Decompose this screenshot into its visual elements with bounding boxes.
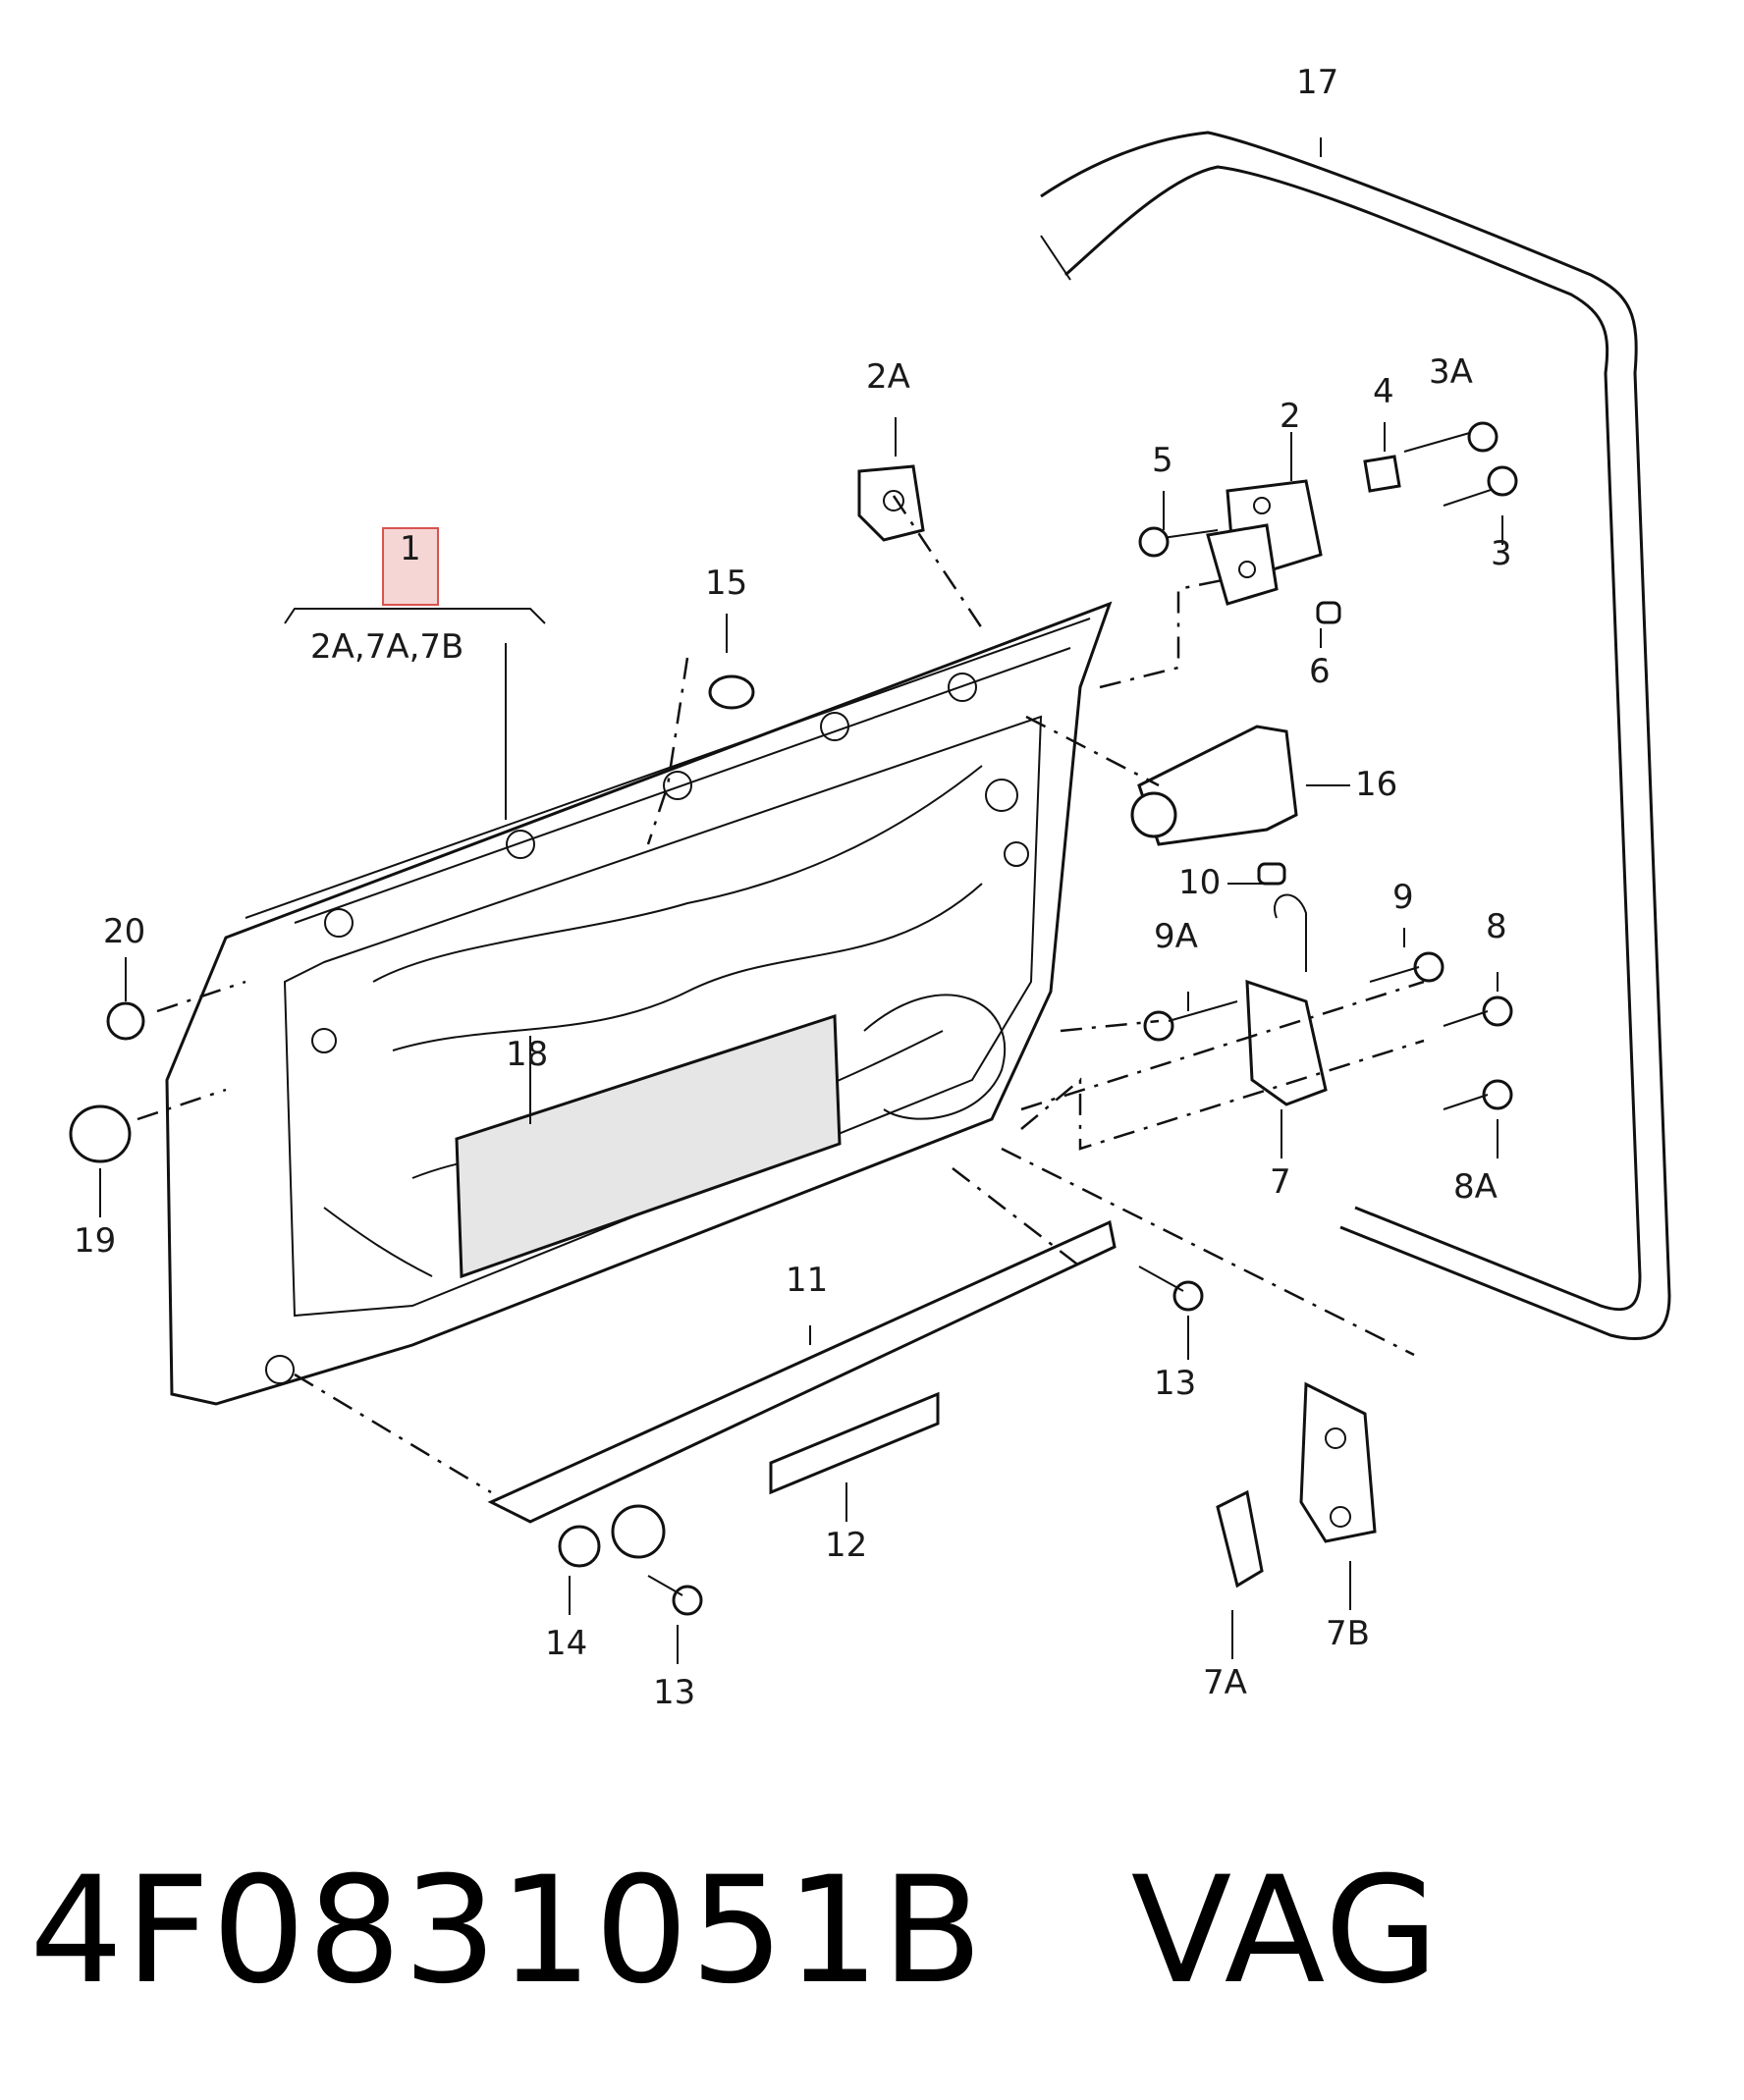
door-check-16 (1130, 725, 1298, 846)
door-seal-17 (1040, 131, 1671, 1341)
callout-1: 1 (400, 529, 421, 568)
small-parts (69, 674, 1377, 1616)
lower-hinge-group (1143, 862, 1513, 1110)
callout-1-sub: 2A,7A,7B (310, 627, 463, 667)
callout-4: 4 (1373, 372, 1394, 411)
callout-14: 14 (545, 1624, 587, 1663)
callout-labels: 1 2A,7A,7B 2A 2 3 3A 4 5 6 7 7A 7B 8 8A … (74, 63, 1512, 1712)
callout-8: 8 (1486, 907, 1507, 946)
callout-8A: 8A (1453, 1167, 1498, 1207)
callout-19: 19 (74, 1221, 116, 1261)
callout-3A: 3A (1429, 352, 1473, 392)
door-shell-1 (165, 601, 1113, 1406)
callout-9A: 9A (1154, 917, 1198, 956)
callout-13b: 13 (653, 1673, 695, 1712)
callout-13a: 13 (1154, 1364, 1196, 1403)
callout-15: 15 (705, 564, 747, 603)
callout-3: 3 (1491, 534, 1512, 573)
callout-18: 18 (506, 1035, 548, 1074)
callout-6: 6 (1309, 652, 1331, 691)
sound-pad-18 (455, 1013, 842, 1279)
sill-strip-11 (487, 1219, 1117, 1524)
callout-2: 2 (1280, 397, 1301, 436)
upper-hinge-group (857, 421, 1518, 624)
callout-7A: 7A (1203, 1663, 1247, 1702)
callout-9: 9 (1392, 878, 1414, 917)
callout-10: 10 (1178, 863, 1221, 902)
callout-1-highlight (382, 527, 439, 606)
leader-lines (99, 137, 1503, 1664)
callout-16: 16 (1355, 765, 1397, 804)
callout-5: 5 (1152, 441, 1173, 480)
callout-7: 7 (1270, 1162, 1291, 1202)
callout-7B: 7B (1326, 1614, 1370, 1653)
callout-17: 17 (1296, 63, 1338, 102)
callout-20: 20 (103, 912, 145, 951)
part-number-caption: 4F0831051B VAG (29, 1846, 1441, 2017)
callout-11: 11 (786, 1261, 828, 1300)
callout-2A: 2A (866, 357, 910, 397)
callout-12: 12 (825, 1526, 867, 1565)
